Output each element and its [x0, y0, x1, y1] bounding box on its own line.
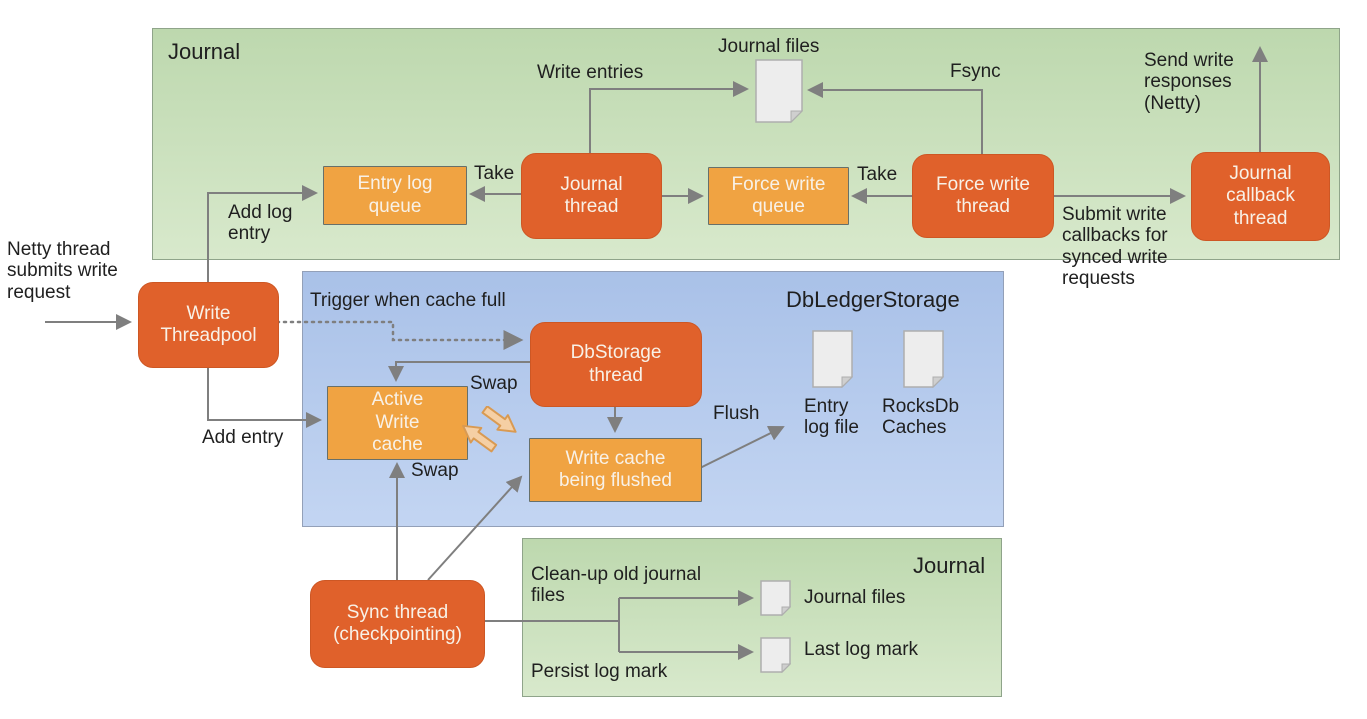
- flush-label: Flush: [713, 403, 760, 424]
- entry-log-file-doc-icon: [812, 330, 853, 388]
- swap-label-2: Swap: [411, 460, 459, 481]
- node-label: Active Write cache: [371, 389, 424, 456]
- arrow-add-log-entry: [207, 185, 318, 282]
- node-label: Force write queue: [731, 173, 826, 217]
- node-label: DbStorage thread: [570, 342, 662, 386]
- entry-log-file-label: Entry log file: [804, 396, 859, 439]
- node-label: Write Threadpool: [160, 302, 257, 346]
- cleanup-old-journal-files-label: Clean-up old journal files: [531, 564, 702, 607]
- node-label: Entry log queue: [357, 173, 433, 217]
- add-entry-label: Add entry: [202, 427, 284, 448]
- arrow-add-entry: [207, 365, 322, 428]
- journal-files-small-doc-icon: [760, 580, 791, 616]
- node-write-threadpool: Write Threadpool: [138, 282, 279, 368]
- node-active-write-cache: Active Write cache: [327, 386, 468, 460]
- arrow-trigger-when-cache-full: [275, 320, 524, 350]
- node-force-write-queue: Force write queue: [708, 167, 849, 225]
- dbledgerstorage-title: DbLedgerStorage: [786, 287, 960, 312]
- node-dbstorage-thread: DbStorage thread: [530, 322, 702, 407]
- node-label: Write cache being flushed: [558, 447, 673, 491]
- rocksdb-caches-label: RocksDb Caches: [882, 396, 960, 439]
- journal-bottom-group: [522, 538, 1002, 697]
- add-log-entry-label: Add log entry: [228, 202, 293, 245]
- swap-arrows-icon: [462, 406, 517, 453]
- node-journal-callback-thread: Journal callback thread: [1191, 152, 1330, 241]
- node-label: Force write thread: [936, 173, 1030, 217]
- fsync-label: Fsync: [950, 61, 1001, 82]
- arrow-swap-to-active-cache: [388, 361, 530, 382]
- arrow-flush: [699, 426, 785, 469]
- last-log-mark-label: Last log mark: [804, 639, 919, 660]
- swap-label-1: Swap: [470, 373, 518, 394]
- journal-files-small-label: Journal files: [804, 587, 906, 608]
- arrow-sync-to-flushed-cache: [427, 475, 523, 581]
- netty-request-note: Netty thread submits write request: [7, 239, 118, 303]
- submit-write-callbacks-label: Submit write callbacks for synced write …: [1062, 204, 1168, 289]
- node-sync-thread: Sync thread (checkpointing): [310, 580, 485, 668]
- node-entry-log-queue: Entry log queue: [323, 166, 467, 225]
- arrow-fsync: [807, 82, 983, 154]
- node-label: Journal thread: [560, 173, 623, 217]
- persist-log-mark-label: Persist log mark: [531, 661, 668, 682]
- journal-files-doc-icon: [755, 59, 803, 123]
- write-entries-label: Write entries: [537, 62, 644, 83]
- node-label: Sync thread (checkpointing): [333, 601, 462, 645]
- last-log-mark-doc-icon: [760, 637, 791, 673]
- rocksdb-caches-doc-icon: [903, 330, 944, 388]
- node-label: Journal callback thread: [1226, 162, 1295, 229]
- node-write-cache-being-flushed: Write cache being flushed: [529, 438, 702, 502]
- take-label-2: Take: [857, 164, 898, 185]
- trigger-when-cache-full-label: Trigger when cache full: [310, 290, 506, 311]
- journal-top-title: Journal: [168, 39, 241, 64]
- arrow-write-entries: [589, 81, 749, 153]
- node-force-write-thread: Force write thread: [912, 154, 1054, 238]
- journal-files-top-label: Journal files: [718, 36, 820, 57]
- wire-sync-split: [483, 598, 620, 652]
- node-journal-thread: Journal thread: [521, 153, 662, 239]
- take-label-1: Take: [474, 163, 515, 184]
- send-write-responses-label: Send write responses (Netty): [1144, 50, 1234, 114]
- journal-bottom-title: Journal: [913, 553, 986, 578]
